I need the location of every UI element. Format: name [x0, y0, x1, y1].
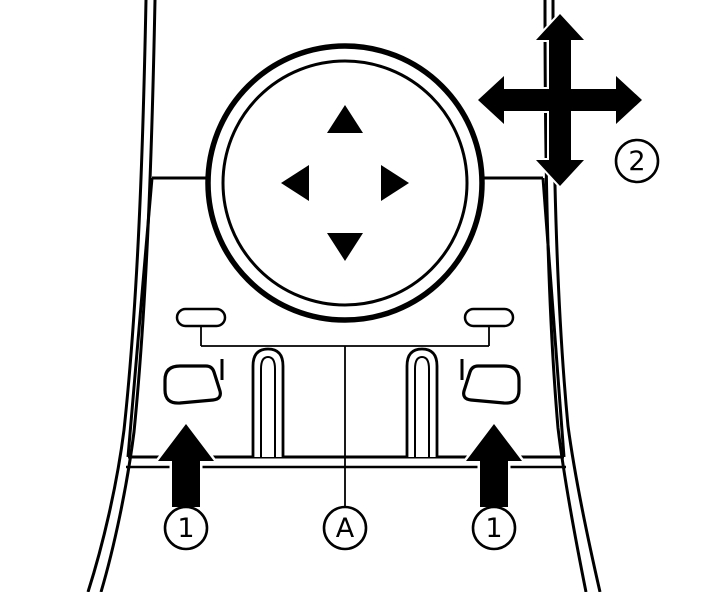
callout-label-1-right: 1: [471, 505, 517, 551]
panel-side-line-left: [126, 177, 154, 458]
trim-slot-left-inner: [260, 355, 276, 457]
indicator-slot-right: [463, 307, 515, 328]
callout-label-2: 2: [614, 138, 660, 184]
mirror-left-icon: [163, 364, 222, 405]
callout-text-2: 2: [628, 146, 645, 177]
callout-circle: [163, 505, 209, 551]
triangle-right-icon: [381, 165, 409, 201]
mirror-adjust-dial: [205, 43, 485, 323]
trim-slot-right-outer: [405, 347, 439, 457]
callout-circle: [614, 138, 660, 184]
indicator-slot-left: [175, 307, 227, 328]
callout-text-1-left: 1: [177, 513, 194, 544]
door-edge-left-outer: [86, 0, 148, 592]
block-arrow-up-left-icon: [152, 419, 220, 510]
callout-label-1-left: 1: [163, 505, 209, 551]
dial-outer-ring: [205, 43, 485, 323]
callout-text-1-right: 1: [485, 513, 502, 544]
dial-inner-ring: [221, 59, 469, 307]
callout-label-a: A: [322, 505, 368, 551]
callout-lines-a: [200, 327, 490, 506]
panel-side-line-right: [541, 177, 566, 458]
four-way-arrow-icon: [475, 11, 645, 189]
door-edge-left-inner: [99, 0, 157, 592]
triangle-left-icon: [281, 165, 309, 201]
callout-circle: [471, 505, 517, 551]
triangle-down-icon: [327, 233, 363, 261]
door-edge-right-inner: [543, 0, 588, 592]
mirror-select-left-button: [163, 359, 224, 405]
mirror-select-right-button: [460, 359, 521, 405]
mirror-right-icon: [462, 364, 521, 405]
trim-slot-left: [251, 347, 285, 457]
callout-text-a: A: [336, 513, 355, 544]
trim-slot-right: [405, 347, 439, 457]
triangle-up-icon: [327, 105, 363, 133]
trim-slot-right-inner: [414, 355, 430, 457]
callout-circle: [322, 505, 368, 551]
trim-slot-left-outer: [251, 347, 285, 457]
block-arrow-up-right-icon: [460, 419, 528, 510]
